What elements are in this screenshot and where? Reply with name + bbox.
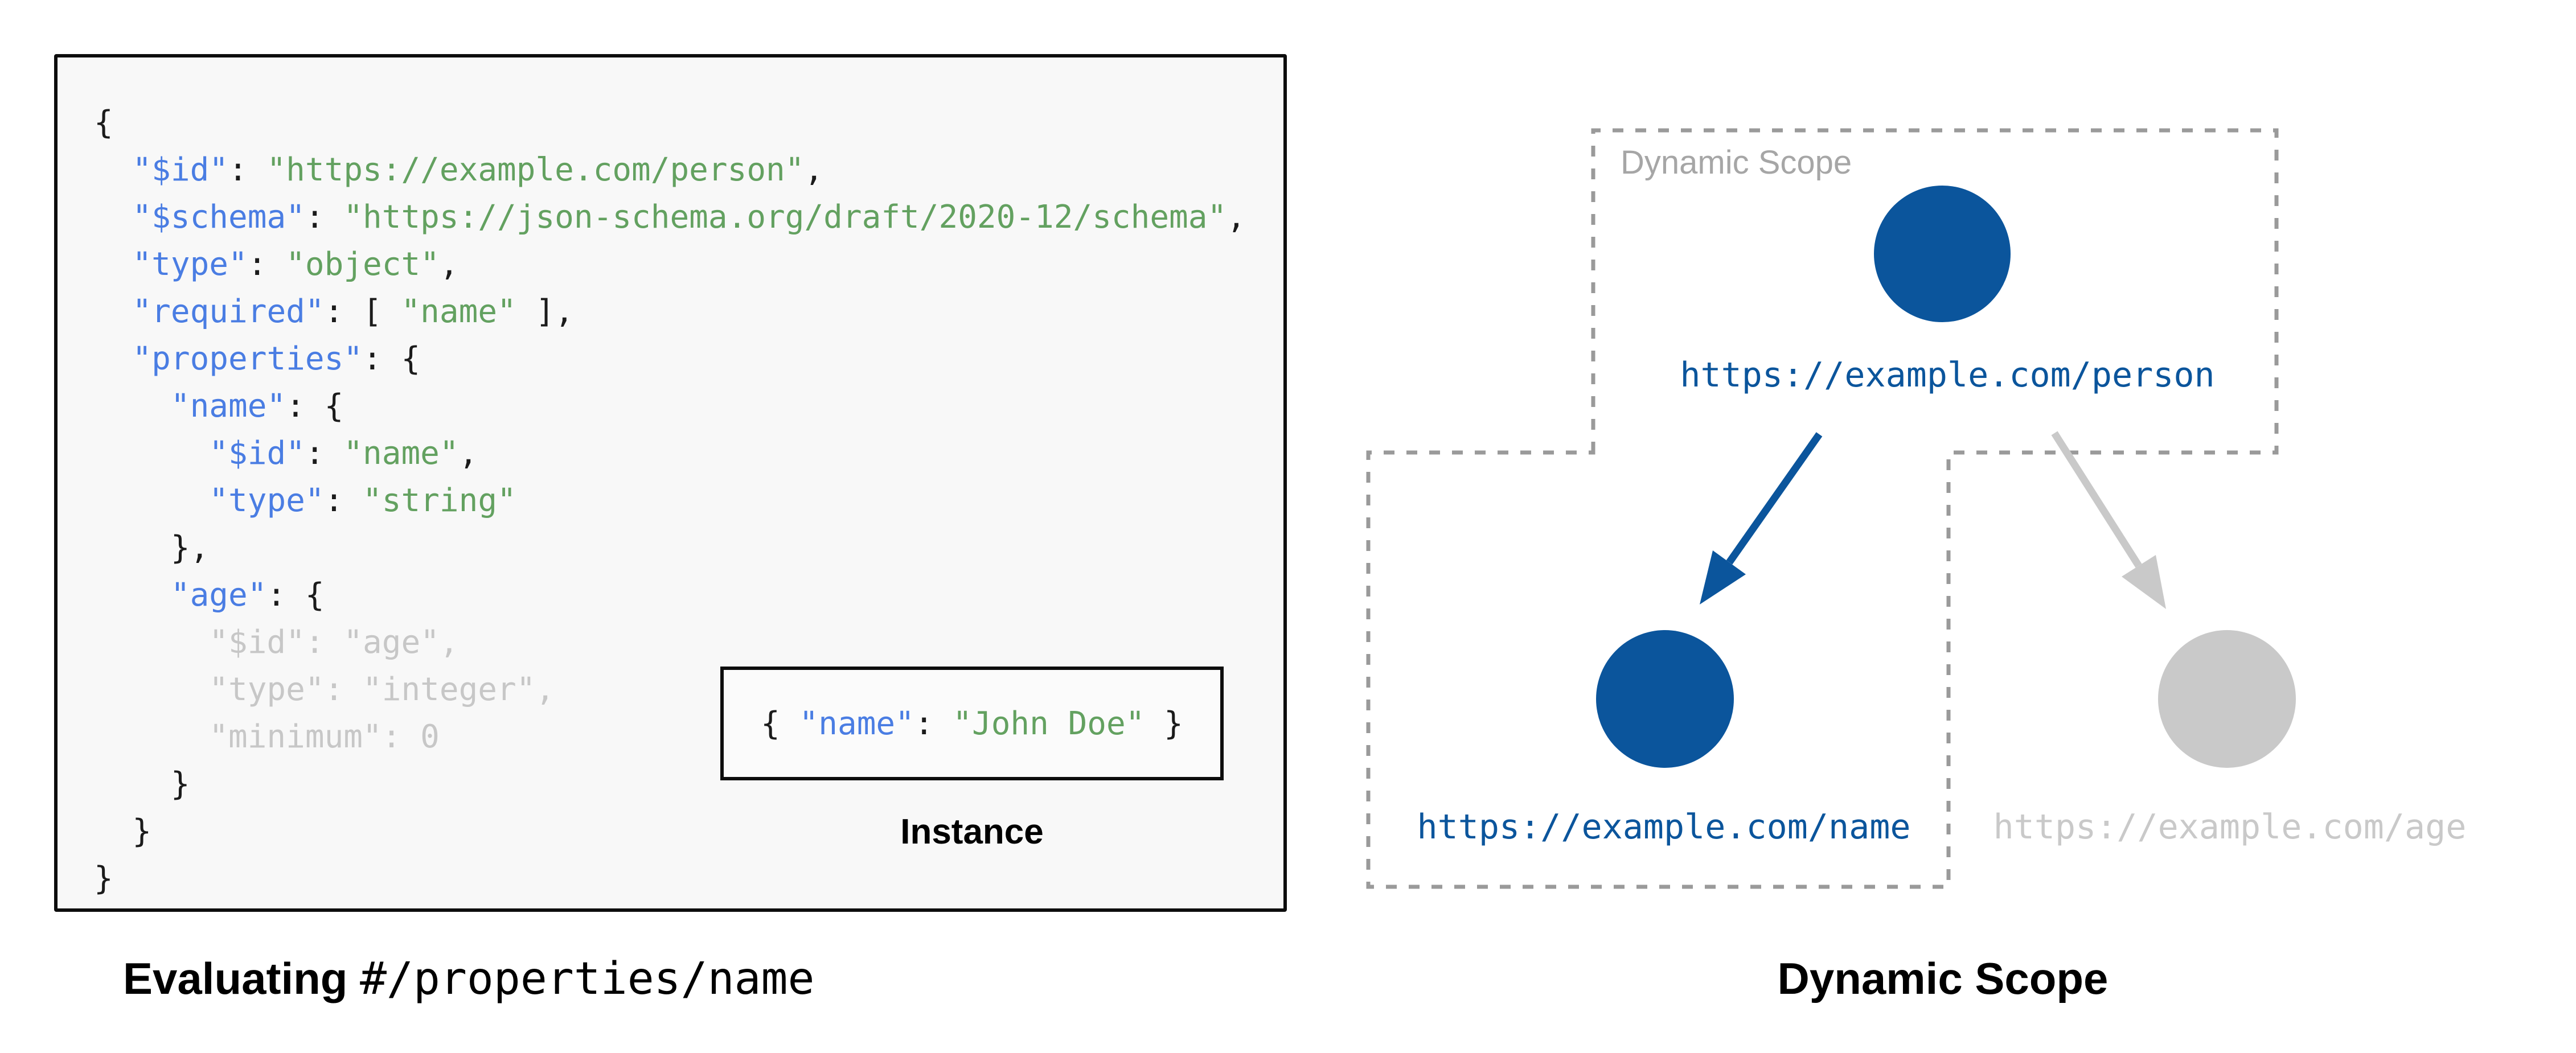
- code-token: : {: [363, 340, 421, 377]
- code-line: }: [94, 808, 1246, 855]
- code-token: "object": [286, 246, 440, 283]
- code-token: }: [94, 766, 190, 803]
- code-token: "name": [799, 705, 914, 742]
- code-token: "string": [363, 482, 516, 519]
- code-token: }: [1145, 705, 1183, 742]
- code-line: "minimum": 0: [94, 713, 1246, 760]
- schema-caption-bold: Evaluating: [123, 953, 348, 1003]
- arrow-person-to-age: [2051, 431, 2142, 568]
- code-line: "type": "string": [94, 477, 1246, 524]
- arrowhead-person-to-name: [1700, 550, 1746, 604]
- code-token: :: [914, 705, 953, 742]
- code-token: "age": [170, 577, 267, 614]
- code-token: "type": [209, 482, 325, 519]
- code-token: "minimum": 0: [94, 718, 440, 755]
- code-line: "$schema": "https://json-schema.org/draf…: [94, 194, 1246, 241]
- schema-node-name-circle: [1596, 630, 1734, 768]
- schema-caption-pointer: #/properties/name: [360, 953, 815, 1005]
- code-line: "age": {: [94, 571, 1246, 619]
- code-token: :: [305, 435, 344, 472]
- code-token: {: [94, 104, 113, 141]
- code-token: "properties": [132, 340, 363, 377]
- code-line: }: [94, 760, 1246, 808]
- arrow-person-to-name: [1726, 432, 1823, 565]
- code-token: :: [247, 246, 286, 283]
- code-line: "$id": "name",: [94, 430, 1246, 477]
- code-token: ,: [458, 435, 478, 472]
- code-token: : {: [266, 577, 325, 614]
- code-token: "https://json-schema.org/draft/2020-12/s…: [343, 199, 1227, 236]
- code-token: ],: [516, 293, 574, 330]
- code-token: ,: [1227, 199, 1246, 236]
- schema-node-age-circle: [2158, 630, 2296, 768]
- code-token: }: [94, 813, 152, 850]
- code-line: "required": [ "name" ],: [94, 288, 1246, 335]
- code-line: "type": "object",: [94, 241, 1246, 288]
- code-token: "$id": "age",: [94, 624, 459, 661]
- code-line: "name": {: [94, 382, 1246, 430]
- code-token: "required": [132, 293, 325, 330]
- arrowhead-person-to-age: [2122, 555, 2166, 609]
- code-token: :: [305, 199, 344, 236]
- code-token: "name": [170, 388, 286, 425]
- code-token: "https://example.com/person": [266, 151, 805, 188]
- code-line: "type": "integer",: [94, 666, 1246, 713]
- code-line: {: [94, 99, 1246, 146]
- code-line: },: [94, 524, 1246, 571]
- code-line: "$id": "age",: [94, 619, 1246, 666]
- code-token: "name": [401, 293, 516, 330]
- code-token: :: [228, 151, 267, 188]
- code-line: }: [94, 855, 1246, 902]
- code-token: "$id": [209, 435, 305, 472]
- node-url-person: https://example.com/person: [1680, 355, 2215, 395]
- instance-box: { "name": "John Doe" }: [720, 667, 1224, 780]
- code-token: },: [94, 529, 210, 566]
- code-token: ,: [804, 151, 824, 188]
- code-token: :: [324, 482, 363, 519]
- code-token: "type": [132, 246, 248, 283]
- instance-label: Instance: [900, 812, 1044, 852]
- node-url-name: https://example.com/name: [1417, 807, 1911, 847]
- schema-code: { "$id": "https://example.com/person", "…: [94, 99, 1246, 902]
- code-token: "$schema": [132, 199, 305, 236]
- dynamic-scope-region-border: [1366, 128, 2279, 889]
- schema-code-panel: { "$id": "https://example.com/person", "…: [54, 54, 1287, 912]
- code-token: }: [94, 860, 113, 897]
- code-token: : {: [286, 388, 344, 425]
- diagram-caption: Dynamic Scope: [1777, 953, 2109, 1003]
- code-token: "name": [343, 435, 459, 472]
- code-token: "type": "integer",: [94, 671, 555, 708]
- schema-caption: Evaluating #/properties/name: [123, 953, 814, 1005]
- code-token: ,: [439, 246, 459, 283]
- code-token: "John Doe": [953, 705, 1145, 742]
- code-token: : [: [324, 293, 401, 330]
- node-url-age: https://example.com/age: [1993, 807, 2467, 847]
- code-line: "$id": "https://example.com/person",: [94, 146, 1246, 194]
- code-token: {: [761, 705, 799, 742]
- code-line: "properties": {: [94, 335, 1246, 382]
- dynamic-scope-region-label: Dynamic Scope: [1621, 144, 1852, 181]
- schema-node-person-circle: [1874, 186, 2011, 322]
- code-token: "$id": [132, 151, 229, 188]
